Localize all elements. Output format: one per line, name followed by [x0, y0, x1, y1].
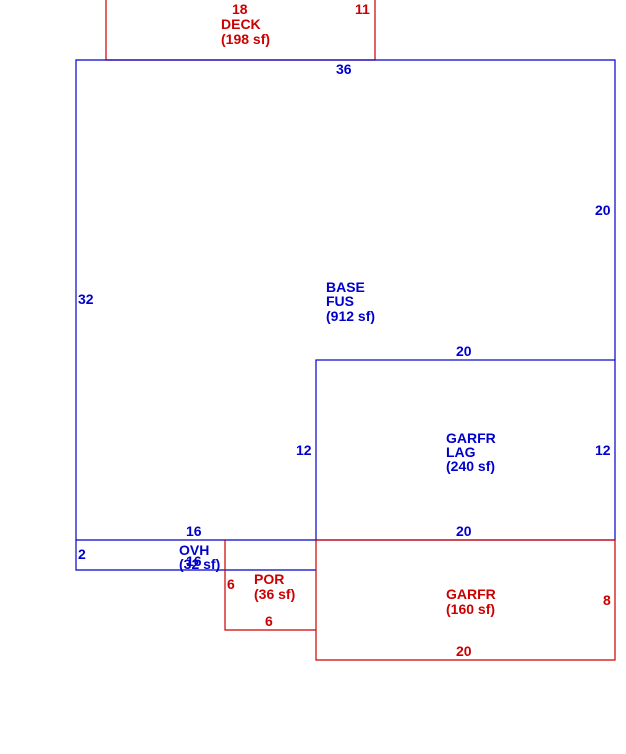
ovh-code: OVH [179, 542, 209, 558]
garfr-lag-top-dim: 20 [456, 343, 472, 359]
ovh-outline [75, 540, 316, 571]
deck-code: DECK [221, 16, 261, 32]
garfr-bottom-dim: 20 [456, 643, 472, 659]
garfr-right-dim: 8 [603, 592, 611, 608]
por-bottom-dim: 6 [265, 613, 273, 629]
deck-area: (198 sf) [221, 31, 270, 47]
garfr-lag-area: (240 sf) [446, 458, 495, 474]
garfr-lag-right-dim: 12 [595, 442, 611, 458]
base-sub: FUS [326, 293, 354, 309]
garfr-lag-left-dim: 12 [296, 442, 312, 458]
ovh-top-dim: 16 [186, 523, 202, 539]
garfr-outline [315, 539, 616, 661]
ovh-inner-dim: 16 [186, 553, 202, 569]
por-code: POR [254, 571, 284, 587]
deck-top-dim: 18 [232, 1, 248, 17]
por-left-dim: 6 [227, 576, 235, 592]
por-area: (36 sf) [254, 586, 295, 602]
base-top-dim: 36 [336, 61, 352, 77]
base-code: BASE [326, 279, 365, 295]
por-outline [224, 540, 316, 631]
garfr-lag-sub: LAG [446, 444, 476, 460]
base-area: (912 sf) [326, 308, 375, 324]
base-outline [75, 59, 616, 541]
garfr-lag-bottom-dim: 20 [456, 523, 472, 539]
garfr-lag-code: GARFR [446, 430, 496, 446]
deck-right-dim: 11 [355, 1, 370, 17]
base-left-dim: 32 [78, 291, 94, 307]
ovh-left-dim: 2 [78, 546, 86, 562]
garfr-code: GARFR [446, 586, 496, 602]
base-right-dim: 20 [595, 202, 611, 218]
ovh-area: (32 sf) [179, 556, 220, 572]
garfr-area: (160 sf) [446, 601, 495, 617]
